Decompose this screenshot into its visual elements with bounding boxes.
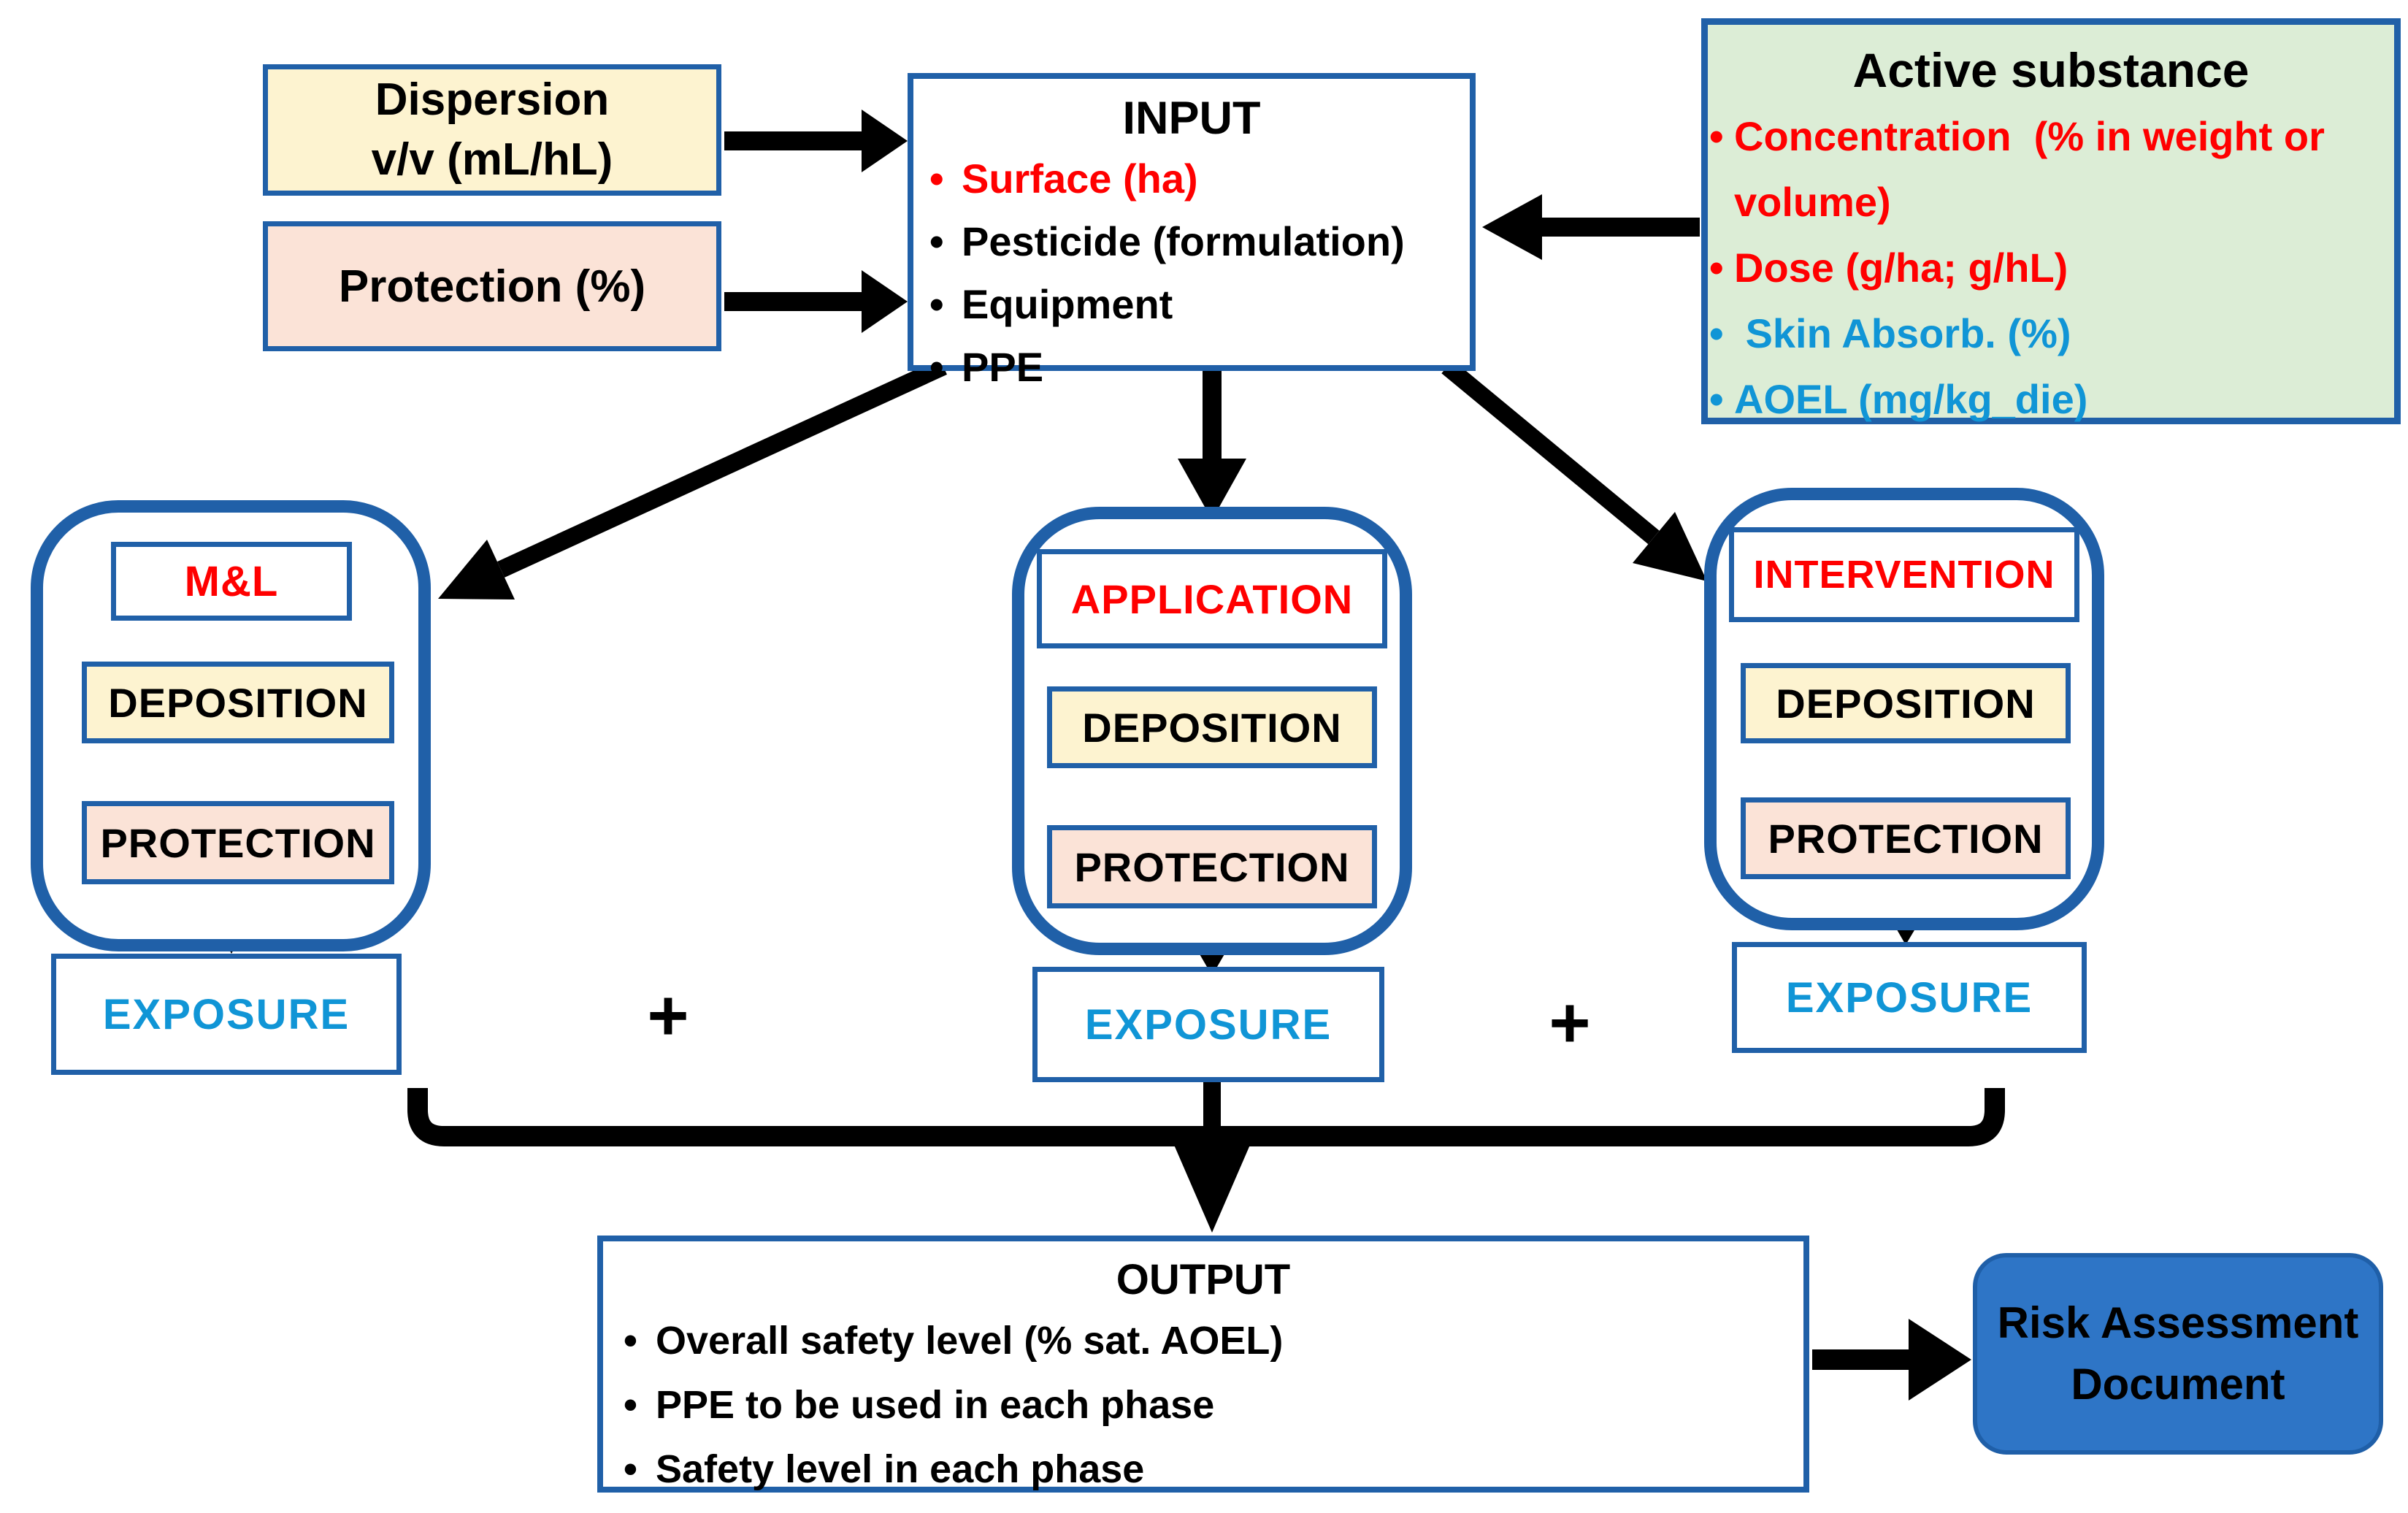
active-substance-title: Active substance [1852, 43, 2250, 97]
protection-percent-box: Protection (%) [263, 221, 721, 351]
application-deposition-box: DEPOSITION [1047, 686, 1377, 768]
ml-deposition-box: DEPOSITION [82, 662, 394, 743]
risk-document-line-1: Risk Assessment [1997, 1298, 2359, 1347]
input-box: INPUT Surface (ha) Pesticide (formulatio… [908, 73, 1476, 399]
dispersion-box: Dispersion v/v (mL/hL) [263, 64, 721, 196]
protection-percent-label: Protection (%) [338, 261, 646, 312]
ml-protection-label: PROTECTION [100, 819, 376, 866]
plus-sign-right: + [1549, 981, 1591, 1062]
output-box: OUTPUT Overall safety level (% sat. AOEL… [597, 1236, 1809, 1501]
input-item-pesticide: Pesticide (formulation) [913, 210, 1470, 273]
application-title-box: APPLICATION [1037, 549, 1387, 648]
ml-deposition-label: DEPOSITION [108, 679, 368, 726]
output-box-list: Overall safety level (% sat. AOEL) PPE t… [603, 1309, 1803, 1501]
intervention-deposition-box: DEPOSITION [1741, 663, 2071, 743]
ml-exposure-box: EXPOSURE [51, 954, 402, 1075]
risk-assessment-document-box: Risk Assessment Document [1973, 1253, 2383, 1455]
risk-document-line-2: Document [2071, 1360, 2285, 1409]
output-item-overall-safety: Overall safety level (% sat. AOEL) [603, 1309, 1803, 1373]
intervention-exposure-box: EXPOSURE [1732, 942, 2087, 1053]
active-item-aoel: AOEL (mg/kg_die) [1708, 367, 2394, 432]
arrow-dispersion-to-input [724, 110, 908, 172]
input-box-list: Surface (ha) Pesticide (formulation) Equ… [913, 148, 1470, 399]
arrow-output-to-risk-document [1812, 1319, 1971, 1401]
application-exposure-label: EXPOSURE [1084, 1000, 1333, 1049]
dispersion-line-1: Dispersion [375, 74, 610, 125]
input-item-surface: Surface (ha) [913, 148, 1470, 210]
application-title: APPLICATION [1070, 575, 1354, 622]
ml-title: M&L [184, 557, 279, 605]
ml-protection-box: PROTECTION [82, 801, 394, 884]
output-item-ppe-each-phase: PPE to be used in each phase [603, 1373, 1803, 1437]
application-exposure-box: EXPOSURE [1032, 967, 1384, 1082]
ml-exposure-label: EXPOSURE [102, 990, 350, 1038]
input-box-title: INPUT [1122, 93, 1261, 144]
active-item-concentration: Concentration (% in weight or volume) [1708, 104, 2394, 235]
arrow-exposures-to-output [1174, 1081, 1250, 1233]
active-substance-list: Concentration (% in weight or volume) Do… [1708, 104, 2394, 432]
intervention-title: INTERVENTION [1753, 553, 2055, 597]
output-box-title: OUTPUT [1116, 1256, 1291, 1303]
input-item-ppe: PPE [913, 336, 1470, 399]
output-item-safety-each-phase: Safety level in each phase [603, 1437, 1803, 1501]
intervention-title-box: INTERVENTION [1729, 527, 2079, 622]
intervention-deposition-label: DEPOSITION [1776, 680, 2036, 727]
application-protection-label: PROTECTION [1074, 843, 1350, 890]
dispersion-line-2: v/v (mL/hL) [371, 134, 613, 185]
application-protection-box: PROTECTION [1047, 825, 1377, 908]
ml-title-box: M&L [111, 542, 352, 621]
active-substance-box: Active substance Concentration (% in wei… [1701, 18, 2401, 432]
intervention-protection-box: PROTECTION [1741, 797, 2071, 879]
plus-sign-left: + [647, 974, 689, 1055]
arrow-input-to-intervention [1441, 359, 1707, 581]
arrow-protection-to-input [724, 270, 908, 333]
arrow-active-substance-to-input [1482, 194, 1700, 260]
arrow-input-to-ml [438, 359, 948, 600]
intervention-exposure-label: EXPOSURE [1785, 973, 2033, 1022]
active-item-skin-absorb: Skin Absorb. (%) [1708, 301, 2394, 367]
application-deposition-label: DEPOSITION [1082, 704, 1342, 751]
active-item-dose: Dose (g/ha; g/hL) [1708, 235, 2394, 301]
intervention-protection-label: PROTECTION [1768, 815, 2044, 862]
input-item-equipment: Equipment [913, 273, 1470, 336]
